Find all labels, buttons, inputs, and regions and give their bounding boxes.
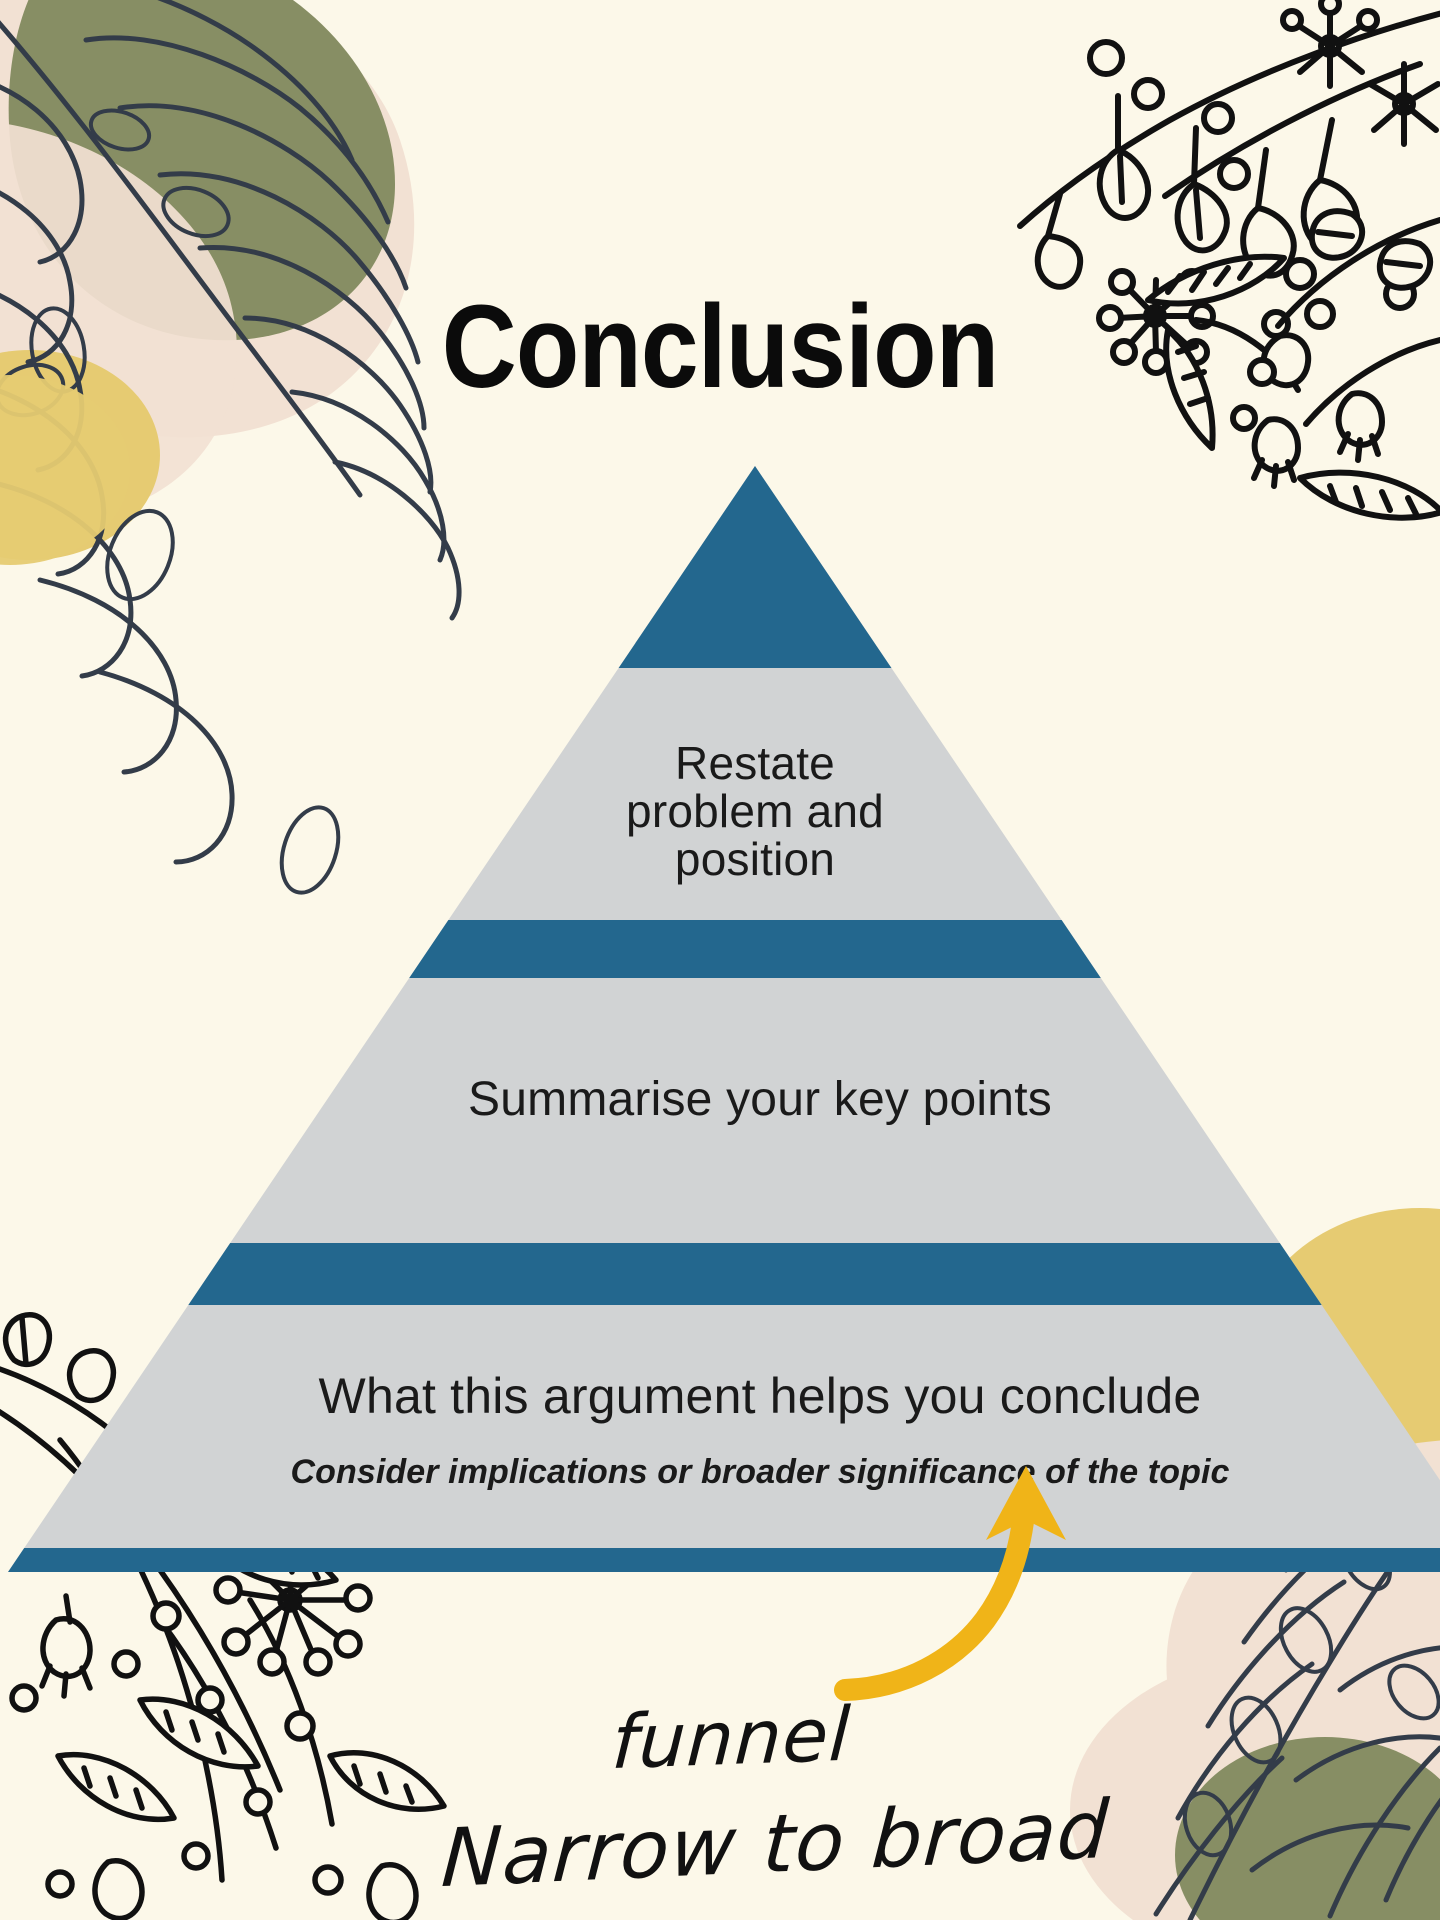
pyramid-base-band bbox=[8, 1548, 1440, 1572]
pyramid-band-1 bbox=[8, 920, 1440, 978]
pyramid-tier-2-label: Summarise your key points bbox=[468, 1073, 1052, 1126]
page-title: Conclusion bbox=[441, 281, 999, 413]
annotation-funnel-label: funnel bbox=[609, 1691, 853, 1787]
pyramid-band-2 bbox=[8, 1243, 1440, 1305]
pyramid-tier-1-label: Restate problem and position bbox=[626, 737, 884, 885]
pyramid-tier-3-label: What this argument helps you conclude bbox=[318, 1368, 1202, 1424]
pyramid-tier-3-subtext: Consider implications or broader signifi… bbox=[290, 1453, 1230, 1491]
pyramid-apex-cap bbox=[8, 466, 1440, 668]
